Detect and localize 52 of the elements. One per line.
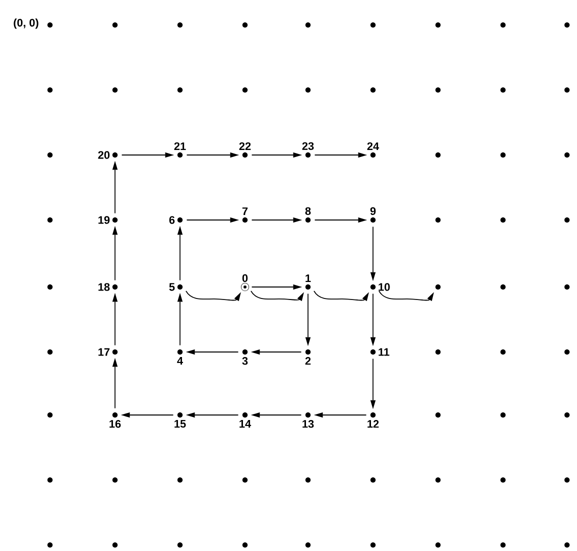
numbered-point: 22 <box>239 142 251 158</box>
node-label: 3 <box>242 357 248 365</box>
numbered-point: 14 <box>240 412 252 428</box>
node-label: 8 <box>305 207 311 216</box>
node-label: 17 <box>98 348 110 356</box>
numbered-point: 0 <box>240 274 250 292</box>
numbered-point: 12 <box>368 412 379 428</box>
numbered-point: 3 <box>242 349 248 365</box>
numbered-point: 7 <box>242 207 248 223</box>
numbered-point: 11 <box>370 348 390 356</box>
node-label: 13 <box>302 420 314 428</box>
numbered-point: 4 <box>177 349 183 365</box>
numbered-point: 17 <box>98 348 118 356</box>
node-label: 22 <box>239 142 251 150</box>
node-label: 11 <box>378 348 390 356</box>
numbered-point: 2 <box>305 349 311 365</box>
node-label: 24 <box>367 142 380 150</box>
node-label: 4 <box>177 357 183 365</box>
node-label: 6 <box>169 216 175 224</box>
numbered-point: 5 <box>169 283 183 291</box>
node-label: 14 <box>240 420 252 428</box>
numbered-point: 15 <box>174 412 186 428</box>
node-label: 12 <box>368 420 379 428</box>
numbered-point: 21 <box>174 142 186 158</box>
node-label: 20 <box>98 151 110 159</box>
node-label: 1 <box>306 274 311 282</box>
numbered-point: 20 <box>98 151 118 159</box>
origin-label: (0, 0) <box>14 18 38 29</box>
node-label: 16 <box>110 420 121 428</box>
node-label: 18 <box>98 283 110 291</box>
numbered-point: 23 <box>302 142 314 158</box>
numbered-point: 16 <box>110 412 121 428</box>
node-label: 9 <box>370 207 376 216</box>
numbered-point: 13 <box>302 412 314 428</box>
numbered-point: 9 <box>370 207 376 223</box>
node-label: 23 <box>302 142 314 150</box>
node-label: 21 <box>174 142 186 150</box>
numbered-point: 8 <box>305 207 311 223</box>
numbered-point: 1 <box>305 274 311 290</box>
numbered-point: 10 <box>370 283 390 291</box>
grid-point <box>435 284 441 290</box>
node-label: 7 <box>242 207 248 216</box>
node-label: 19 <box>98 216 110 224</box>
numbered-point: 6 <box>169 216 183 224</box>
numbered-point: 19 <box>98 216 118 224</box>
node-label: 2 <box>305 357 311 365</box>
numbered-point: 24 <box>367 142 380 158</box>
node-label: 10 <box>378 283 390 291</box>
node-label: 5 <box>169 283 175 291</box>
numbered-point: 18 <box>98 283 118 291</box>
node-label: 0 <box>242 274 248 282</box>
node-label: 15 <box>174 420 186 428</box>
